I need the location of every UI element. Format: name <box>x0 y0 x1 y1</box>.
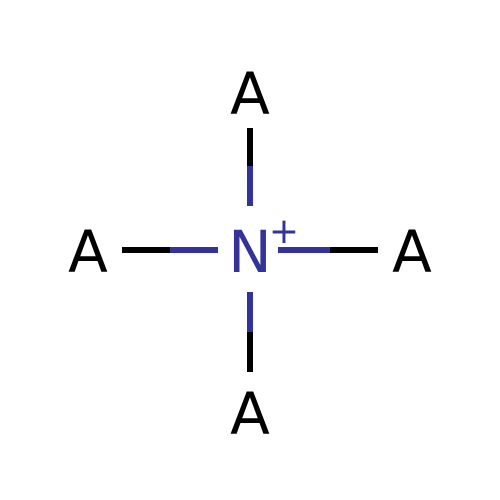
center-atom-symbol: N <box>228 218 271 286</box>
substituent-left: A <box>68 218 108 286</box>
substituent-bottom: A <box>230 380 270 448</box>
center-atom-charge: + <box>269 211 299 252</box>
substituent-top: A <box>230 60 270 128</box>
substituent-right: A <box>392 218 432 286</box>
